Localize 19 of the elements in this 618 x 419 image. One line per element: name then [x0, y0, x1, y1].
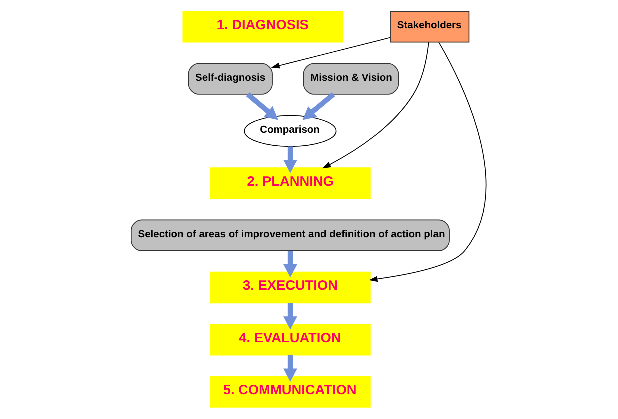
node-box: 1. DIAGNOSIS — [182, 11, 344, 43]
arrow — [284, 146, 298, 174]
node-box: Mission & Vision — [303, 63, 400, 95]
arrow — [302, 92, 336, 120]
arrow — [284, 251, 298, 278]
arrow — [284, 355, 298, 382]
arrow — [271, 37, 391, 69]
arrow — [246, 92, 278, 120]
node-box: 3. EXECUTION — [210, 272, 371, 304]
arrow — [284, 303, 298, 330]
node-box: 2. PLANNING — [210, 168, 371, 200]
arrow — [322, 42, 430, 169]
node-box: 4. EVALUATION — [210, 324, 371, 356]
arrow — [369, 42, 486, 282]
node-box: Stakeholders — [390, 11, 470, 43]
node-box: Self-diagnosis — [188, 63, 273, 95]
node-box: Selection of areas of improvement and definition of action plan — [131, 220, 450, 252]
node-ellipse: Comparison — [244, 115, 337, 148]
node-box: 5. COMMUNICATION — [210, 376, 371, 408]
